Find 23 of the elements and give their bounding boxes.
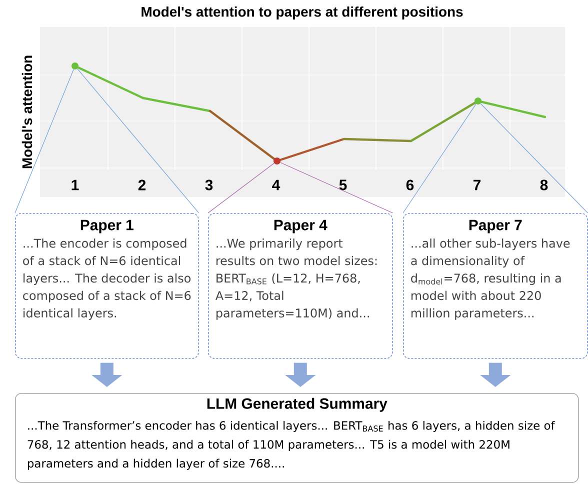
tick-label: 3 — [205, 180, 213, 190]
paper-box: Paper 1 ...The encoder is composed of a stack of N=6 identical layers... The decoder is also composed of a stack of N=6 identical layers. — [15, 212, 199, 359]
data-point — [274, 158, 280, 164]
leader-line — [280, 162, 394, 214]
tick-label: 4 — [272, 180, 280, 190]
tick-label: 2 — [138, 180, 146, 190]
summary-box: LLM Generated Summary ...The Transformer’s encoder has 6 identical layers... BERT$_{BASE}$ has 6 layers, a hidden size of 768, 12 attention heads, and a total of 110M parameters... T5 is a model with 220M parameters and a hidden layer of size 768.... — [15, 393, 579, 483]
leader-line — [14, 69, 74, 214]
data-point — [72, 62, 78, 70]
tick-label: 8 — [540, 180, 548, 190]
tick-label: 1 — [72, 180, 79, 190]
tick-label: 6 — [406, 180, 414, 190]
data-point — [474, 98, 482, 104]
leader-line — [402, 104, 476, 214]
tick-label: 7 — [474, 180, 480, 190]
tick-label: 5 — [339, 180, 347, 190]
leader-line — [77, 68, 200, 214]
leader-line — [208, 162, 274, 214]
chart-title: Model's attention to papers at different positions — [142, 6, 463, 20]
paper-box: Paper 4 ...We primarily report results on two model sizes: BERT$_{BASE}$ (L=12, H=768, A=12, Total parameters=110M) and... — [208, 212, 393, 359]
paper-box: Paper 7 ...all other sub-layers have a dimensionality of d$_{model}$=768, resulting in a model with about 220 million parameters... — [403, 212, 588, 359]
leader-line — [480, 103, 588, 214]
axis-label: Model's attention — [22, 56, 32, 168]
